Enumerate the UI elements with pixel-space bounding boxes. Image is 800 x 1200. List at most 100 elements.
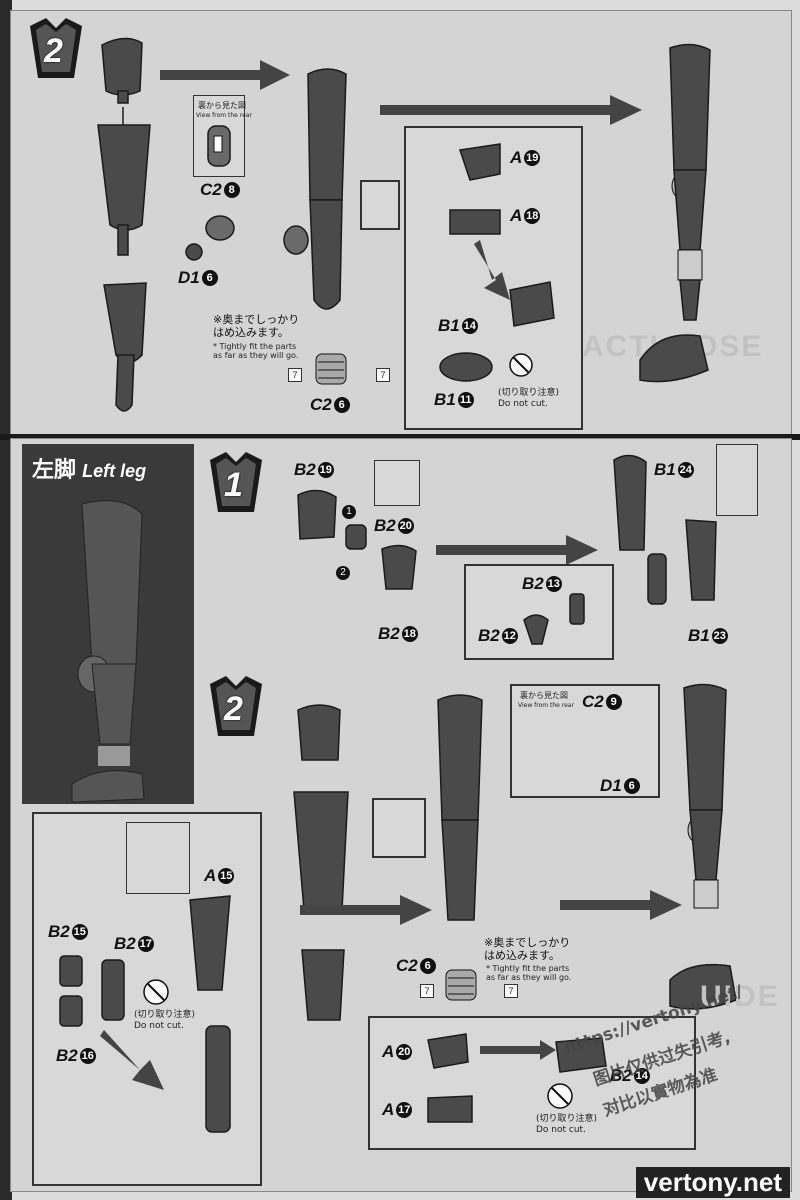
part-number: 14 bbox=[462, 318, 478, 334]
foot-top-part bbox=[460, 144, 500, 180]
step-arrow-2 bbox=[380, 95, 650, 125]
part-code: A bbox=[510, 206, 522, 225]
spring-joint-diagram-bottom bbox=[442, 966, 482, 1006]
b2-20-detail-box bbox=[374, 460, 420, 506]
do-not-cut-jp: (切り取り注意) bbox=[498, 388, 559, 399]
part-number: 20 bbox=[398, 518, 414, 534]
foot-top-a20 bbox=[428, 1034, 468, 1068]
tube-part bbox=[686, 520, 716, 600]
part-b2-16 bbox=[60, 996, 82, 1026]
part-number: 18 bbox=[402, 626, 418, 642]
tightly-fit-jp-bottom: ※奥までしっかり はめ込みます。 bbox=[484, 936, 570, 962]
step-2-badge-bottom: 2 bbox=[206, 676, 266, 742]
thigh-peg bbox=[118, 91, 128, 103]
foot-base-part bbox=[450, 210, 500, 234]
rear-view-box: 裏から見た図 View from the rear bbox=[193, 95, 245, 177]
part-number: 17 bbox=[396, 1102, 412, 1118]
step-number: 2 bbox=[44, 32, 63, 71]
banner-title: 左脚 Left leg bbox=[32, 452, 146, 484]
part-label-b2-12: B212 bbox=[478, 626, 518, 646]
do-not-cut-icon-foot bbox=[546, 1082, 574, 1110]
part-code: B1 bbox=[434, 390, 456, 409]
part-label-c2-6: C26 bbox=[310, 395, 350, 415]
part-number: 6 bbox=[334, 397, 350, 413]
completed-ankle-band bbox=[678, 250, 702, 280]
do-not-cut-icon-bottom bbox=[142, 978, 170, 1006]
knee-cap-diagram bbox=[280, 220, 320, 260]
do-not-cut-en: Do not cut. bbox=[498, 399, 548, 410]
knee-joint bbox=[346, 525, 366, 549]
banner-title-en: Left leg bbox=[82, 461, 146, 481]
sequence-2-marker: 2 bbox=[336, 566, 350, 580]
foot-parts-diagram bbox=[440, 140, 560, 340]
thigh-middle-part bbox=[98, 125, 150, 230]
part-code: C2 bbox=[582, 692, 604, 711]
do-not-cut-jp-foot: (切り取り注意) bbox=[536, 1114, 597, 1125]
tightly-fit-en-bottom: * Tightly fit the parts as far as they w… bbox=[486, 964, 571, 982]
footer-site-name: vertony.net bbox=[636, 1167, 790, 1198]
part-number: 19 bbox=[318, 462, 334, 478]
step-1-badge: 1 bbox=[206, 452, 266, 518]
rear-view-en-bottom: View from the rear bbox=[518, 700, 574, 711]
knee-shell bbox=[298, 490, 336, 539]
do-not-cut-jp-bottom: (切り取り注意) bbox=[134, 1010, 195, 1021]
runner-tag-7a: 7 bbox=[288, 368, 302, 382]
part-code: B1 bbox=[654, 460, 676, 479]
lower-joint bbox=[382, 545, 416, 589]
step-arrow-4 bbox=[300, 895, 440, 925]
do-not-cut-en-bottom: Do not cut. bbox=[134, 1021, 184, 1032]
completed-ankle bbox=[680, 280, 700, 320]
step-number: 2 bbox=[224, 690, 243, 729]
part-number: 19 bbox=[524, 150, 540, 166]
part-number: 12 bbox=[502, 628, 518, 644]
part-code: B1 bbox=[438, 316, 460, 335]
foot-shell-part bbox=[510, 282, 554, 326]
part-number: 9 bbox=[606, 694, 622, 710]
part-code: C2 bbox=[310, 395, 332, 414]
part-code: C2 bbox=[396, 956, 418, 975]
part-code: B2 bbox=[294, 460, 316, 479]
part-code: C2 bbox=[200, 180, 222, 199]
frame-part bbox=[614, 455, 646, 550]
part-code: D1 bbox=[178, 268, 200, 287]
part-b2-17 bbox=[102, 960, 124, 1020]
part-code: A bbox=[510, 148, 522, 167]
shin-shell-a15 bbox=[190, 896, 230, 990]
part-number: 6 bbox=[420, 958, 436, 974]
completed-shin bbox=[674, 170, 706, 250]
completed-thigh bbox=[670, 44, 710, 170]
ankle-part bbox=[116, 355, 134, 411]
joint-cap-diagram bbox=[180, 208, 240, 268]
part-code: B2 bbox=[478, 626, 500, 645]
shin-lower-assembly bbox=[206, 1026, 230, 1132]
completed-left-leg-diagram bbox=[660, 680, 760, 1020]
joint-part bbox=[648, 554, 666, 604]
do-not-cut-en-foot: Do not cut. bbox=[536, 1125, 586, 1136]
part-label-a-19: A19 bbox=[510, 148, 540, 168]
completed-leg-diagram bbox=[630, 40, 740, 400]
part-number: 6 bbox=[624, 778, 640, 794]
part-code: B2 bbox=[374, 516, 396, 535]
thigh-top-part bbox=[102, 38, 142, 95]
part-b2-15 bbox=[60, 956, 82, 986]
part-label-b1-14: B114 bbox=[438, 316, 478, 336]
assembled-thigh-diagram bbox=[280, 60, 360, 340]
sequence-1-marker: 1 bbox=[342, 505, 356, 519]
part-label-b1-23: B123 bbox=[688, 626, 728, 646]
step-2-badge-top: 2 bbox=[26, 18, 86, 84]
runner-tag-7b-bottom: 7 bbox=[504, 984, 518, 998]
spring-joint-diagram bbox=[312, 350, 352, 390]
part-label-c2-8: C28 bbox=[200, 180, 240, 200]
rear-view-en: View from the rear bbox=[196, 110, 252, 121]
part-number: 20 bbox=[396, 1044, 412, 1060]
part-label-c2-9: C29 bbox=[582, 692, 622, 712]
part-label-c2-6-bottom: C26 bbox=[396, 956, 436, 976]
joint-callout-diagram bbox=[520, 590, 600, 650]
step-arrow-1 bbox=[160, 60, 300, 90]
